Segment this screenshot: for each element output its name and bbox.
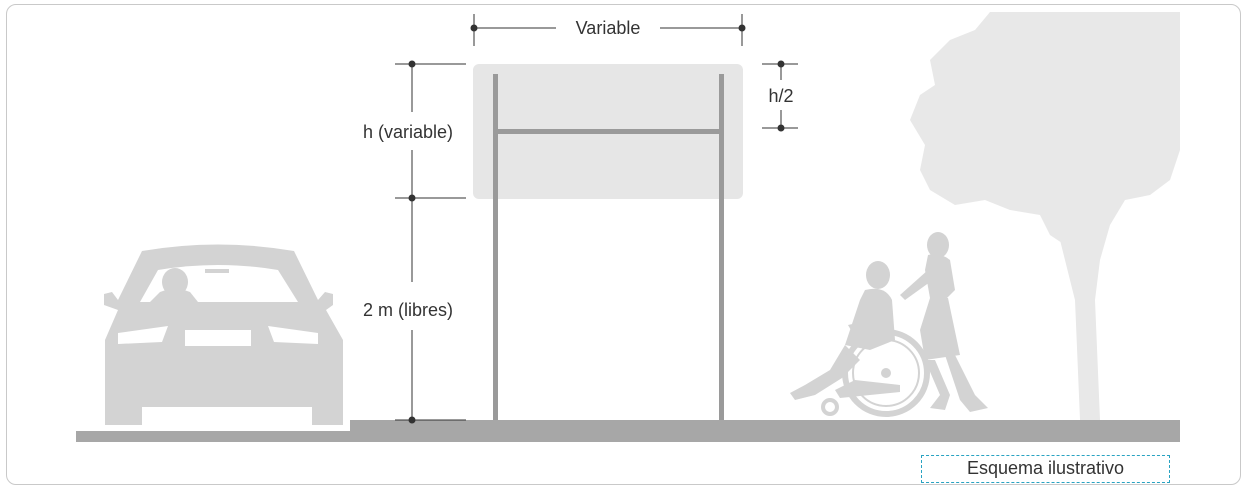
half-height-label: h/2 [768,86,793,106]
sign-height-label: h (variable) [363,122,453,142]
sign-crossbar [493,129,724,134]
caption-box: Esquema ilustrativo [921,455,1170,483]
wheelchair-user-silhouette [790,261,930,417]
sign-post-right [719,74,724,420]
sidewalk-surface [350,420,1180,442]
sign-post-left [493,74,498,420]
pedestrian-silhouette [900,232,988,412]
half-height-dimension [762,60,798,132]
height-dimension [395,60,466,424]
car-silhouette [104,244,343,425]
width-label: Variable [576,18,641,38]
road-surface [76,431,352,442]
width-dimension [470,14,746,46]
clearance-label: 2 m (libres) [363,300,453,320]
tree-silhouette [910,12,1180,420]
